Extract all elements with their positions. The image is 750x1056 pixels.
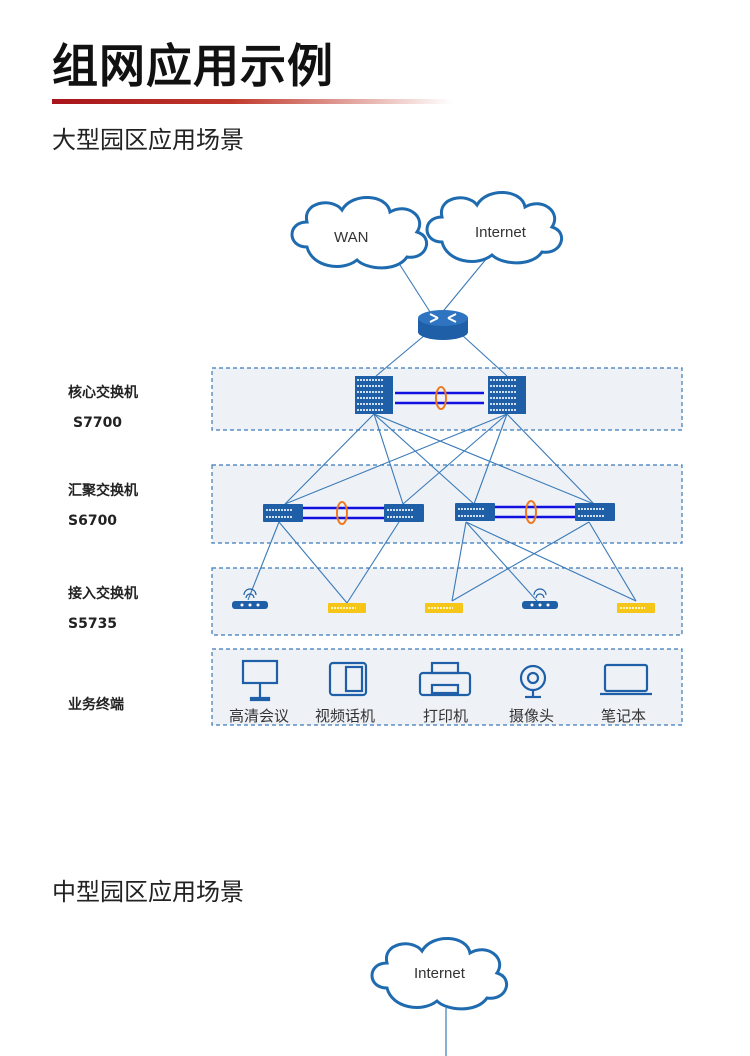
stack-links <box>302 391 575 520</box>
aggregation-switch-icon <box>262 503 304 523</box>
terminal-label: 笔记本 <box>601 707 646 725</box>
laptop-icon <box>600 663 652 696</box>
video-conference-icon <box>241 659 279 702</box>
layer-label-core: 核心交换机 <box>68 384 138 401</box>
core-switch-icon <box>487 375 527 415</box>
access-switch-icon <box>327 602 367 614</box>
cloud-label-wan: WAN <box>334 229 368 246</box>
zone-terminals <box>211 648 683 726</box>
zone-core <box>211 367 683 431</box>
aggregation-switch-icon <box>383 503 425 523</box>
layer-label-aggregation: 汇聚交换机 <box>68 482 138 499</box>
section-title-large-campus: 大型园区应用场景 <box>52 126 244 154</box>
camera-icon <box>519 664 547 699</box>
terminal-label: 打印机 <box>423 707 468 725</box>
printer-icon <box>418 661 472 697</box>
video-phone-icon <box>328 661 368 697</box>
router-icon <box>418 310 468 340</box>
layer-model-access: S5735 <box>68 616 117 632</box>
cloud-label-internet-medium: Internet <box>414 965 466 982</box>
layer-model-core: S7700 <box>73 415 122 431</box>
section-title-medium-campus: 中型园区应用场景 <box>52 878 244 906</box>
cloud-label-internet: Internet <box>475 224 527 241</box>
terminal-label: 高清会议 <box>229 707 289 725</box>
aggregation-switch-icon <box>454 502 496 522</box>
layer-label-access: 接入交换机 <box>68 585 138 602</box>
terminal-label: 摄像头 <box>509 707 554 725</box>
layer-model-aggregation: S6700 <box>68 513 117 529</box>
terminal-label: 视频话机 <box>315 707 375 725</box>
layer-label-terminals: 业务终端 <box>68 696 124 713</box>
title-underline <box>52 99 452 104</box>
eth-trunk-icons <box>336 386 537 525</box>
page-title: 组网应用示例 <box>52 39 334 93</box>
access-switch-icon <box>424 602 464 614</box>
aggregation-switch-icon <box>574 502 616 522</box>
links <box>247 257 637 604</box>
zone-access <box>211 567 683 636</box>
core-switch-icon <box>354 375 394 415</box>
access-switch-icon <box>616 602 656 614</box>
